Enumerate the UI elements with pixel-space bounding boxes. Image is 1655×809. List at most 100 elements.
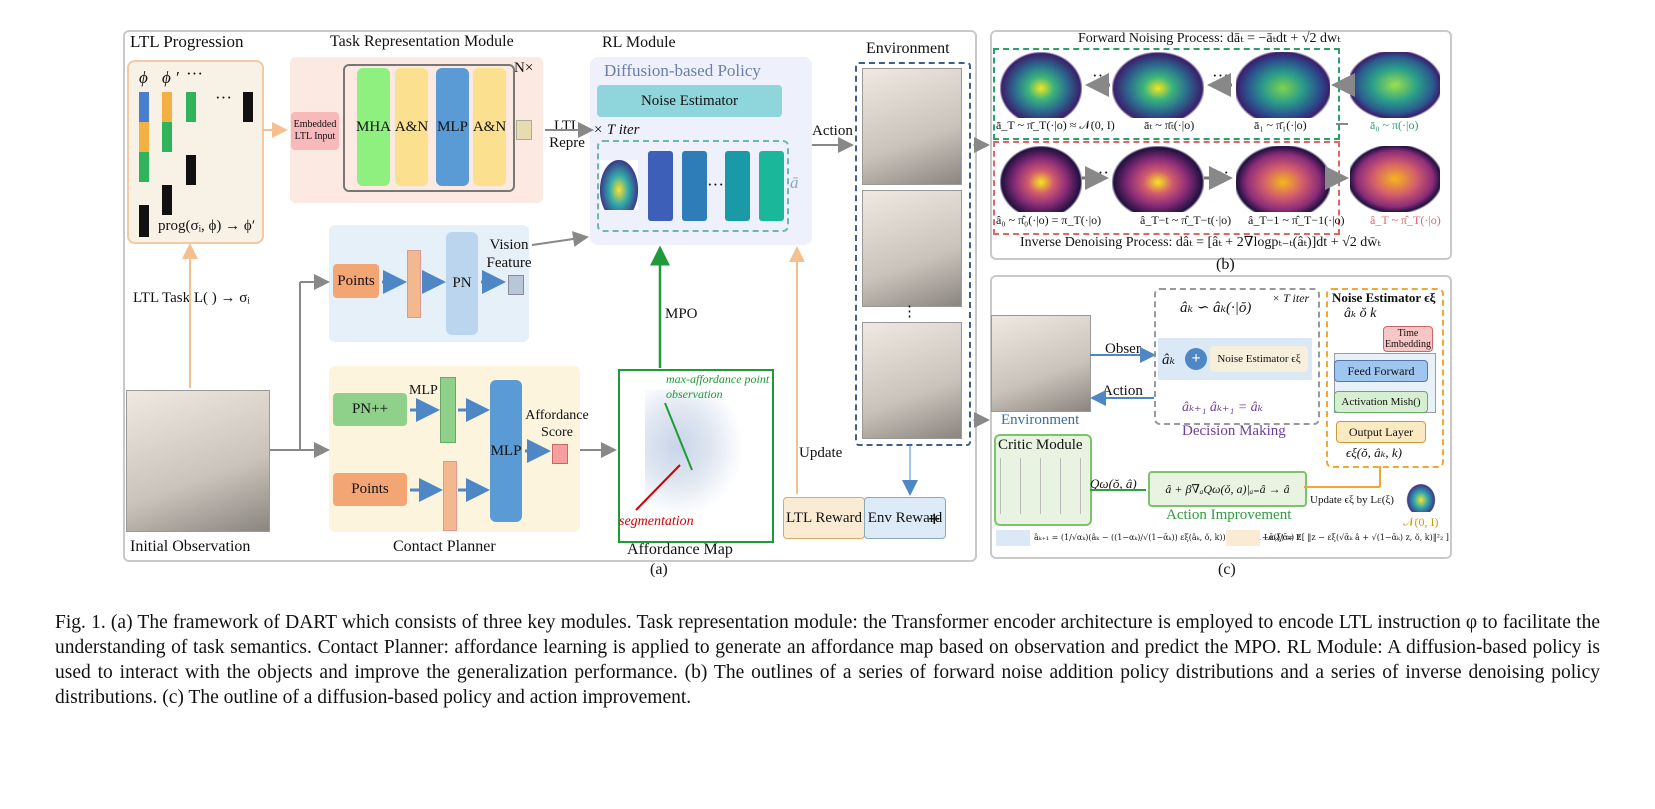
gaussian-thumbnail: [600, 160, 638, 210]
ltl-stack2-orange: [162, 92, 172, 122]
ltl-reward-box: LTL Reward: [783, 497, 865, 539]
forward-dist-2: [1112, 52, 1204, 118]
ne-inputs: âₖ ŏ k: [1344, 306, 1377, 321]
update-label: Update: [799, 445, 843, 461]
embedded-ltl-input: Embedded LTL Input: [291, 112, 339, 150]
ltl-stack2-green: [162, 122, 172, 152]
denoise-block-1: [648, 151, 673, 221]
pnpp-box: PN++: [333, 393, 407, 426]
forward-label-4: ā₀ ~ π(·|o): [1370, 118, 1419, 132]
initial-observation-label: Initial Observation: [130, 538, 251, 555]
inverse-dist-1: [1000, 146, 1082, 212]
ne-title: Noise Estimator ϵξ: [1332, 290, 1436, 305]
ltl-stack-orange: [139, 122, 149, 152]
environment-title: Environment: [866, 40, 950, 57]
equation-1: âₖ₊₁ = (1/√αₖ)(âₖ − ((1−αₖ)/√(1−ᾱₖ)) εξ(…: [1034, 533, 1301, 542]
denoise-block-2: [682, 151, 707, 221]
normal-label: 𝒩(0, I): [1403, 515, 1439, 529]
mish-box: Activation Mish(): [1334, 391, 1428, 413]
ltl-task-label: LTL Task L( ) → σᵢ: [133, 290, 250, 306]
env-reward-box: Env Reward: [864, 497, 946, 539]
ltl-stack2-black: [162, 185, 172, 215]
inverse-label-1: â₀ ~ π̂₀(·|o) = π_T(·|o): [996, 213, 1102, 227]
contact-planner-title: Contact Planner: [393, 538, 496, 555]
dots-top: ···: [186, 64, 203, 83]
decision-making-label: Decision Making: [1182, 423, 1286, 439]
forward-label-3: ā₁ ~ π̄₁(·|o): [1254, 118, 1307, 132]
task-repr-title: Task Representation Module: [330, 33, 514, 50]
env-label-c: Environment: [1001, 412, 1080, 428]
ltl-stack-green: [139, 152, 149, 182]
ltl-stack-blue: [139, 92, 149, 122]
phi-label: ϕ: [139, 68, 148, 87]
nx-label: N×: [514, 60, 534, 76]
initial-observation-image: [126, 390, 270, 532]
critic-network-icon: [1000, 458, 1082, 514]
diffusion-policy-label: Diffusion-based Policy: [604, 61, 761, 80]
rl-module-title: RL Module: [602, 34, 676, 51]
equation-1-bg: [996, 530, 1030, 546]
mlp-small-label: MLP: [409, 383, 438, 398]
feed-forward-box: Feed Forward: [1334, 360, 1428, 382]
prog-formula: prog(σᵢ, ϕ) → ϕ′: [158, 218, 256, 234]
iter-label: × T iter: [593, 122, 640, 138]
dm-iter-label: × T iter: [1272, 291, 1310, 305]
q-label: Qω(ŏ, â): [1090, 476, 1137, 491]
normal-dist-icon: [1405, 482, 1437, 512]
action-label: Action: [812, 123, 853, 139]
forward-dist-1: [1000, 52, 1082, 118]
improve-eq-box: â + β∇ₐQω(ŏ, a)|ₐ₌â → â: [1148, 471, 1307, 507]
dm-top-eq: âₖ ∽ âₖ(·|ŏ): [1180, 300, 1252, 316]
environment-frame: [855, 62, 971, 446]
ltl-stack3-green: [186, 92, 196, 122]
points-box-vision: Points: [333, 264, 379, 298]
time-embedding-box: Time Embedding: [1383, 326, 1433, 352]
reward-plus: +: [928, 506, 941, 531]
inverse-dist-3: [1236, 146, 1330, 212]
affordance-score-label: Affordance Score: [525, 408, 589, 440]
plus-circle-icon: +: [1185, 348, 1207, 370]
affordance-pointcloud: [645, 390, 755, 530]
denoise-frame: [597, 140, 789, 232]
ltl-stack4-black: [243, 92, 253, 122]
mpo-label: MPO: [665, 306, 698, 322]
obser-label: Obser: [1105, 341, 1141, 357]
denoise-block-3: [725, 151, 750, 221]
task-repr-frame: [343, 64, 515, 192]
forward-dist-3: [1236, 52, 1330, 118]
forward-title: Forward Noising Process: dāₜ = −āₜdt + √…: [1078, 31, 1341, 46]
denoise-block-4: [759, 151, 784, 221]
inverse-title: Inverse Denoising Process: dâₜ = [âₜ + 2…: [1020, 235, 1381, 250]
ltl-progression-title: LTL Progression: [130, 32, 244, 51]
mlp-block: MLP: [436, 68, 469, 186]
dm-ak-label: âₖ: [1162, 352, 1175, 368]
action-improvement-label: Action Improvement: [1166, 507, 1292, 523]
contact-green-stack: [440, 377, 456, 443]
env-frame-2: [862, 190, 962, 307]
points-box-contact: Points: [333, 473, 407, 506]
forward-label-2: āₜ ~ π̄ₜ(·|o): [1144, 118, 1195, 132]
dm-bottom-eq: âₖ₊₁ âₖ₊₁ = âₖ: [1182, 400, 1263, 415]
vision-feature-stack: [407, 250, 421, 318]
eps-output: ϵξ(ŏ, âₖ, k): [1346, 445, 1402, 460]
inverse-label-4: â_T ~ π̂_T(·|o): [1370, 213, 1441, 227]
inverse-dist-2: [1112, 146, 1204, 212]
segmentation-label: segmentation: [619, 514, 694, 529]
ltl-progression-box: [127, 60, 264, 244]
update-eps-label: Update ϵξ by Lε(ξ): [1310, 494, 1394, 506]
denoise-dots: ···: [707, 175, 724, 194]
phi-prime-label: ϕ ′: [162, 68, 179, 87]
ltl-stack-black: [139, 205, 149, 237]
affordance-score-icon: [552, 444, 568, 464]
output-action-label: ā: [790, 173, 799, 192]
noise-estimator-box: Noise Estimator: [597, 85, 782, 117]
vision-feature-label: Vision Feature: [486, 237, 532, 271]
pn-block: PN: [446, 232, 478, 335]
env-frame-1: [862, 68, 962, 185]
mha-block: MHA: [356, 68, 391, 186]
panel-b-label: (b): [1216, 256, 1235, 273]
equation-2: Lε(ξ) = E[ ‖z − εξ(√ᾱₖ â + √(1−ᾱₖ) z, ŏ,…: [1264, 533, 1449, 542]
an-block-1: A&N: [395, 68, 428, 186]
env-dots: ⋮: [902, 304, 917, 320]
